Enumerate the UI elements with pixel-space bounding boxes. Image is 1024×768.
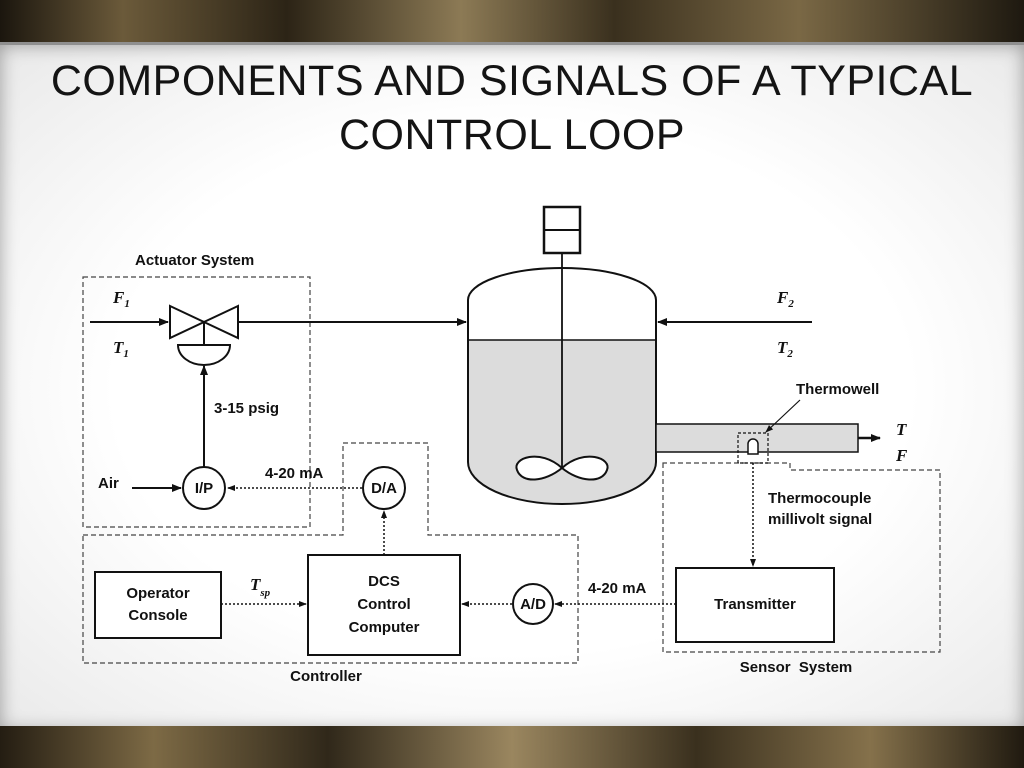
ad-label: A/D	[520, 596, 546, 613]
ma-right-label: 4-20 mA	[588, 580, 647, 597]
thermowell-leader	[765, 399, 801, 433]
thermocouple-line2: millivolt signal	[768, 511, 872, 528]
ip-label: I/P	[195, 480, 213, 497]
outlet-f-label: F	[895, 446, 908, 465]
da-converter	[362, 466, 406, 510]
thermowell-icon	[747, 438, 759, 455]
controller-box	[82, 442, 579, 664]
thermocouple-line1: Thermocouple	[768, 490, 871, 507]
actuator-system-box	[82, 276, 311, 528]
t1-label: T1	[113, 338, 129, 360]
da-label: D/A	[371, 480, 397, 497]
impeller-icon	[515, 455, 609, 481]
ip-converter	[182, 466, 226, 510]
actuator-system-label: Actuator System	[135, 252, 254, 269]
outlet-pipe	[655, 423, 859, 453]
slide-title: COMPONENTS AND SIGNALS OF A TYPICAL CONT…	[50, 57, 974, 159]
transmitter-label: Transmitter	[714, 596, 796, 613]
ma-left-label: 4-20 mA	[265, 465, 324, 482]
sensor-system-box	[662, 462, 941, 653]
transmitter-box	[675, 567, 835, 643]
setpoint-label: Tsp	[250, 575, 271, 599]
air-label: Air	[98, 475, 119, 492]
f2-label: F2	[776, 288, 794, 310]
dcs-computer-box	[307, 554, 461, 656]
agitator-motor-icon	[542, 205, 582, 255]
operator-console-line2: Console	[128, 607, 187, 624]
psig-label: 3-15 psig	[214, 400, 279, 417]
sensor-system-label: Sensor System	[740, 659, 853, 676]
dcs-line2: Control	[357, 596, 410, 613]
f1-label: F1	[112, 288, 130, 310]
ad-converter	[512, 583, 554, 625]
dcs-line1: DCS	[368, 573, 400, 590]
t2-label: T2	[777, 338, 793, 360]
top-frame-border	[0, 0, 1024, 44]
bottom-frame-border	[0, 726, 1024, 768]
controller-label: Controller	[290, 668, 362, 685]
operator-console-box	[94, 571, 222, 639]
outlet-t-label: T	[896, 420, 907, 439]
operator-console-line1: Operator	[126, 585, 190, 602]
thermowell-label: Thermowell	[796, 381, 879, 398]
dcs-line3: Computer	[349, 619, 420, 636]
control-valve-icon	[169, 304, 239, 366]
